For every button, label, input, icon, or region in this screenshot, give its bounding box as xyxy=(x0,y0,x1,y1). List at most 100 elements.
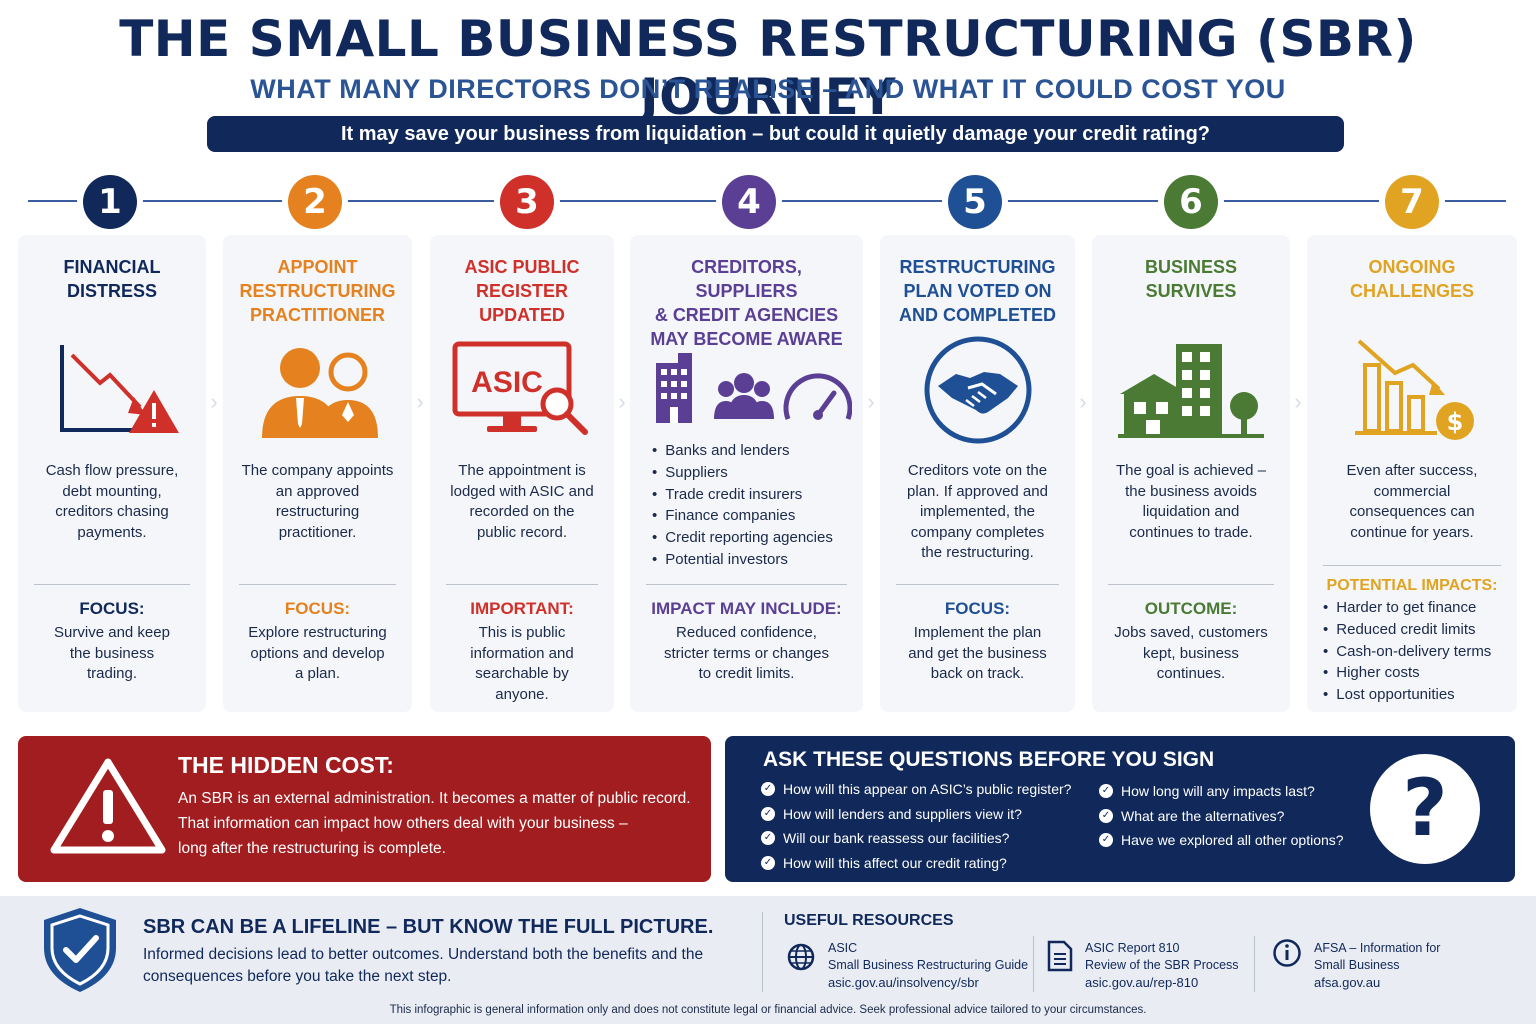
info-icon xyxy=(1273,939,1301,967)
list-item: Banks and lenders xyxy=(652,440,833,462)
chevron-right-icon: › xyxy=(1294,389,1302,414)
impact-label: IMPACT MAY INCLUDE: xyxy=(651,599,842,618)
list-item: Cash-on-delivery terms xyxy=(1323,641,1491,663)
check-icon: ✓ xyxy=(1099,784,1113,799)
divider xyxy=(1108,584,1274,585)
asic-icon-text: ASIC xyxy=(471,366,543,399)
footer: SBR CAN BE A LIFELINE – BUT KNOW THE FUL… xyxy=(0,896,1536,1024)
resource-link[interactable]: afsa.gov.au xyxy=(1314,975,1381,990)
asic-monitor-search-icon: ASIC xyxy=(430,335,614,445)
question-item: ✓How will this appear on ASIC’s public r… xyxy=(761,777,1071,802)
check-icon: ✓ xyxy=(1099,808,1113,823)
step-description: Cash flow pressure,debt mounting,credito… xyxy=(45,462,179,541)
list-item: Higher costs xyxy=(1323,662,1491,684)
step-number-5: 5 xyxy=(948,175,1002,229)
hidden-cost-panel: THE HIDDEN COST: An SBR is an external a… xyxy=(18,736,711,882)
step-number-7: 7 xyxy=(1385,175,1439,229)
step-number-2: 2 xyxy=(288,175,342,229)
divider xyxy=(446,584,598,585)
focus-label: FOCUS: xyxy=(944,599,1011,618)
questions-list-left: ✓How will this appear on ASIC’s public r… xyxy=(761,777,1071,875)
divider xyxy=(1323,565,1501,566)
list-item: Credit reporting agencies xyxy=(652,527,833,549)
divider xyxy=(1033,936,1034,992)
question-item: ✓How will this affect our credit rating? xyxy=(761,851,1071,876)
headline-banner: It may save your business from liquidati… xyxy=(207,116,1344,152)
list-item: Suppliers xyxy=(652,462,833,484)
list-item: Trade credit insurers xyxy=(652,484,833,506)
two-people-icon xyxy=(223,335,412,445)
declining-bars-dollar-icon: $ xyxy=(1307,335,1517,445)
divider xyxy=(896,584,1059,585)
step-number-3: 3 xyxy=(500,175,554,229)
hidden-cost-text: An SBR is an external administration. It… xyxy=(178,790,691,857)
step-number-1: 1 xyxy=(83,175,137,229)
lifeline-text: Informed decisions lead to better outcom… xyxy=(143,946,704,985)
chevron-right-icon: › xyxy=(867,389,875,414)
lifeline-title: SBR CAN BE A LIFELINE – BUT KNOW THE FUL… xyxy=(143,916,714,938)
outcome-label: OUTCOME: xyxy=(1144,599,1238,618)
resource-link[interactable]: asic.gov.au/insolvency/sbr xyxy=(828,975,979,990)
divider xyxy=(34,584,190,585)
globe-icon xyxy=(787,943,815,971)
question-item: ✓Will our bank reassess our facilities? xyxy=(761,826,1071,851)
resource-afsa[interactable]: AFSA – Information for Small Business af… xyxy=(1314,941,1441,990)
declining-chart-warning-icon xyxy=(18,335,206,445)
building-tree-icon xyxy=(1092,335,1290,445)
disclaimer: This infographic is general information … xyxy=(389,1004,1147,1016)
check-icon: ✓ xyxy=(1099,833,1113,848)
list-item: Reduced credit limits xyxy=(1323,619,1491,641)
check-icon: ✓ xyxy=(761,806,775,821)
question-item: ✓How will lenders and suppliers view it? xyxy=(761,802,1071,827)
list-item: Potential investors xyxy=(652,549,833,571)
resource-asic-report[interactable]: ASIC Report 810 Review of the SBR Proces… xyxy=(1085,941,1239,990)
question-mark-icon: ? xyxy=(1370,754,1480,864)
divider xyxy=(646,584,847,585)
potential-impacts-label: POTENTIAL IMPACTS: xyxy=(1326,577,1498,594)
question-item: ✓What are the alternatives? xyxy=(1099,804,1344,829)
step-description: The goal is achieved –the business avoid… xyxy=(1115,462,1267,541)
check-icon: ✓ xyxy=(761,855,775,870)
document-icon xyxy=(1047,940,1073,972)
important-label: IMPORTANT: xyxy=(470,599,574,618)
aware-party-list: Banks and lenders Suppliers Trade credit… xyxy=(652,440,833,571)
question-item: ✓Have we explored all other options? xyxy=(1099,828,1344,853)
page-title: THE SMALL BUSINESS RESTRUCTURING (SBR) J… xyxy=(119,10,1417,126)
chevron-right-icon: › xyxy=(416,389,424,414)
shield-check-icon xyxy=(44,908,116,992)
svg-text:$: $ xyxy=(1447,408,1464,436)
impact-text: Reduced confidence,stricter terms or cha… xyxy=(663,624,830,682)
resource-asic[interactable]: ASIC Small Business Restructuring Guide … xyxy=(828,941,1029,990)
page-subtitle: WHAT MANY DIRECTORS DON’T REALISE – AND … xyxy=(250,74,1286,104)
divider xyxy=(1254,936,1255,992)
focus-label: FOCUS: xyxy=(284,599,351,618)
focus-label: FOCUS: xyxy=(79,599,145,618)
divider xyxy=(762,912,763,992)
building-people-gauge-icon xyxy=(630,347,863,427)
chevron-right-icon: › xyxy=(1079,389,1087,414)
resource-link[interactable]: asic.gov.au/rep-810 xyxy=(1085,975,1199,990)
step-number-6: 6 xyxy=(1164,175,1218,229)
check-icon: ✓ xyxy=(761,782,775,797)
list-item: Finance companies xyxy=(652,505,833,527)
